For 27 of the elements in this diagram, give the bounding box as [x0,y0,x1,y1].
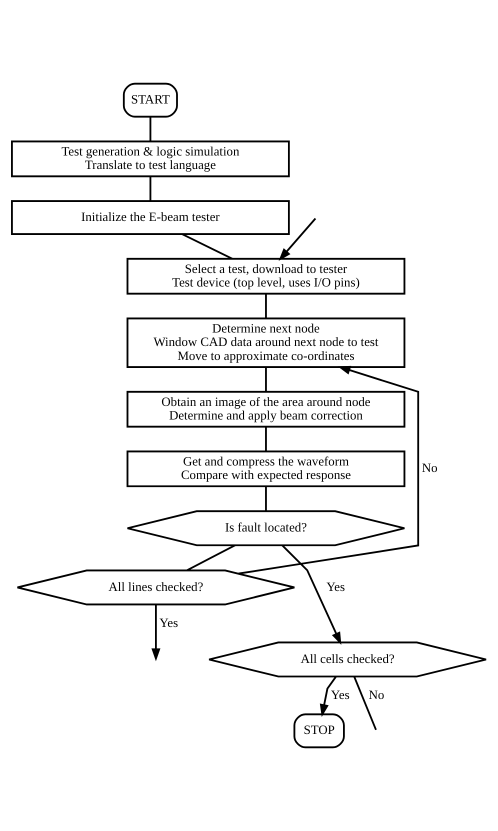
connector [150,176,152,201]
edge-label: No [368,688,384,702]
node-box: Initialize the E-beam tester [11,200,290,235]
arrow [278,218,316,261]
arrow [320,676,337,718]
connector [353,676,377,730]
node-box: Get and compress the waveform Compare with expected response [126,450,406,488]
connector [150,116,152,142]
edge-label: Yes [330,688,350,702]
connector [186,544,236,572]
edge-label: No [422,461,438,476]
node-box: STOP [293,713,345,748]
node-box: Obtain an image of the area around node Determine and apply beam correction [126,390,406,428]
edge-label: Yes [326,580,345,594]
arrow [238,366,420,574]
edge-label: Yes [159,616,178,630]
node-box: Select a test, download to tester Test device (top level, uses I/O pins) [126,258,406,295]
connector [265,486,267,511]
arrow [282,544,342,645]
connector [182,233,233,260]
connector [265,294,267,318]
connector [265,426,267,452]
connector [265,367,267,392]
node-box: Determine next node Window CAD data around next node to test Move to approximate co-ordinates [126,318,406,368]
arrow [151,604,160,662]
node-box: Test generation & logic simulation Translate to test language [11,140,290,178]
node-box: START [122,82,178,118]
